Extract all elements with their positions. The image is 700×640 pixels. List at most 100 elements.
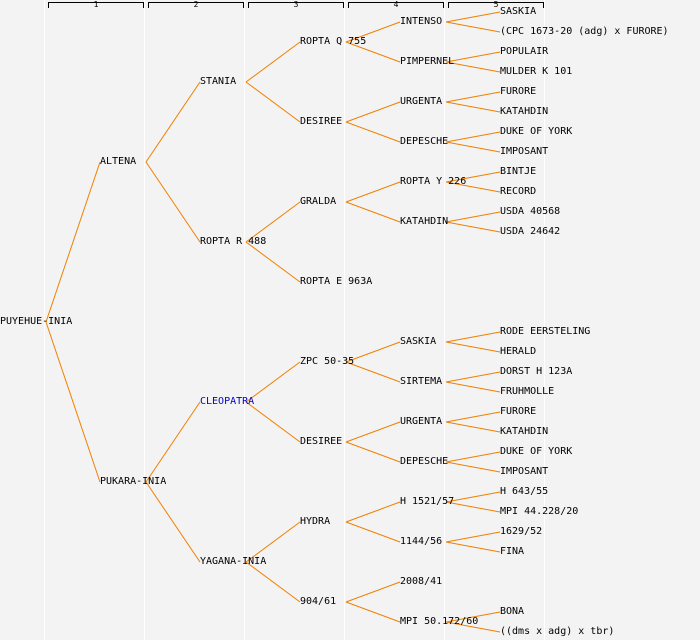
connector-line — [445, 51, 501, 63]
connector-line — [445, 531, 501, 543]
connector-line — [345, 121, 401, 143]
connector-line — [345, 341, 401, 363]
column-bracket — [348, 2, 444, 8]
connector-line — [345, 201, 401, 223]
connector-line — [245, 241, 301, 283]
pedigree-node-gen5: 1144/56 — [400, 536, 443, 547]
pedigree-node-gen6: POPULAIR — [500, 46, 549, 57]
connector-line — [445, 141, 501, 153]
pedigree-node-gen5: SASKIA — [400, 336, 437, 347]
pedigree-node-gen6: H 643/55 — [500, 486, 549, 497]
connector-line — [145, 481, 201, 563]
connector-line — [345, 521, 401, 543]
pedigree-node-gen1: PUYEHUE-INIA — [0, 316, 73, 327]
pedigree-node-gen4: ZPC 50-35 — [300, 356, 355, 367]
connector-line — [245, 41, 301, 83]
column-separator — [244, 0, 245, 640]
pedigree-node-gen4: 904/61 — [300, 596, 337, 607]
connector-line — [445, 21, 501, 33]
column-bracket — [148, 2, 244, 8]
pedigree-node-gen6: USDA 40568 — [500, 206, 561, 217]
connector-line — [445, 181, 501, 193]
pedigree-node-gen6: ((dms x adg) x tbr) — [500, 626, 615, 637]
connector-line — [445, 491, 501, 503]
pedigree-node-gen3: ROPTA R 488 — [200, 236, 267, 247]
pedigree-node-gen6: 1629/52 — [500, 526, 543, 537]
connector-line — [445, 621, 501, 633]
column-number: 1 — [93, 0, 99, 9]
connector-line — [445, 611, 501, 623]
connector-line — [445, 91, 501, 103]
connector-line — [445, 341, 501, 353]
pedigree-node-gen6: FRUHMOLLE — [500, 386, 555, 397]
pedigree-node-gen2: ALTENA — [100, 156, 137, 167]
column-separator — [44, 0, 45, 640]
pedigree-node-gen4: DESIREE — [300, 116, 343, 127]
connector-line — [445, 381, 501, 393]
pedigree-node-gen6: IMPOSANT — [500, 146, 549, 157]
pedigree-node-gen5: KATAHDIN — [400, 216, 449, 227]
column-bracket — [248, 2, 344, 8]
connector-line — [345, 181, 401, 203]
connector-line — [445, 131, 501, 143]
pedigree-node-gen5: MPI 50.172/60 — [400, 616, 479, 627]
pedigree-node-gen6: HERALD — [500, 346, 537, 357]
column-separator — [544, 0, 545, 640]
pedigree-node-gen6: RODE EERSTELING — [500, 326, 591, 337]
connector-line — [445, 421, 501, 433]
pedigree-node-gen2: PUKARA-INIA — [100, 476, 167, 487]
connector-line — [345, 581, 401, 603]
pedigree-node-gen5: DEPESCHE — [400, 456, 449, 467]
pedigree-node-gen6: MULDER K 101 — [500, 66, 573, 77]
column-number: 5 — [493, 0, 499, 9]
pedigree-node-gen3[interactable]: CLEOPATRA — [200, 396, 255, 407]
pedigree-node-gen5: 2008/41 — [400, 576, 443, 587]
column-separator — [144, 0, 145, 640]
connector-line — [445, 171, 501, 183]
pedigree-node-gen6: KATAHDIN — [500, 426, 549, 437]
connector-line — [445, 371, 501, 383]
pedigree-node-gen5: URGENTA — [400, 96, 443, 107]
pedigree-node-gen6: DUKE OF YORK — [500, 126, 573, 137]
pedigree-node-gen6: RECORD — [500, 186, 537, 197]
connector-line — [345, 421, 401, 443]
connector-line — [445, 61, 501, 73]
pedigree-node-gen4: GRALDA — [300, 196, 337, 207]
connector-line — [245, 561, 301, 603]
pedigree-node-gen6: IMPOSANT — [500, 466, 549, 477]
pedigree-node-gen5: INTENSO — [400, 16, 443, 27]
connector-line — [445, 331, 501, 343]
pedigree-node-gen4: ROPTA E 963A — [300, 276, 373, 287]
pedigree-node-gen6: DUKE OF YORK — [500, 446, 573, 457]
connector-line — [345, 441, 401, 463]
column-separator — [444, 0, 445, 640]
connector-line — [345, 361, 401, 383]
column-separator — [344, 0, 345, 640]
column-number: 2 — [193, 0, 199, 9]
connector-line — [345, 501, 401, 523]
column-number: 4 — [393, 0, 399, 9]
pedigree-node-gen5: DEPESCHE — [400, 136, 449, 147]
connector-line — [345, 41, 401, 63]
pedigree-node-gen6: DORST H 123A — [500, 366, 573, 377]
connector-line — [445, 101, 501, 113]
connector-line — [245, 361, 301, 403]
pedigree-node-gen6: MPI 44.228/20 — [500, 506, 579, 517]
pedigree-node-gen3: STANIA — [200, 76, 237, 87]
pedigree-node-gen5: ROPTA Y 226 — [400, 176, 467, 187]
pedigree-node-gen4: ROPTA Q 755 — [300, 36, 367, 47]
connector-line — [445, 11, 501, 23]
column-number: 3 — [293, 0, 299, 9]
connector-line — [45, 161, 101, 323]
pedigree-node-gen4: DESIREE — [300, 436, 343, 447]
pedigree-node-gen6: BONA — [500, 606, 525, 617]
column-bracket — [448, 2, 544, 8]
connector-line — [445, 461, 501, 473]
pedigree-node-gen6: KATAHDIN — [500, 106, 549, 117]
connector-line — [245, 201, 301, 243]
pedigree-node-gen6: FURORE — [500, 86, 537, 97]
connector-line — [245, 401, 301, 443]
connector-line — [245, 81, 301, 123]
connector-line — [345, 21, 401, 43]
